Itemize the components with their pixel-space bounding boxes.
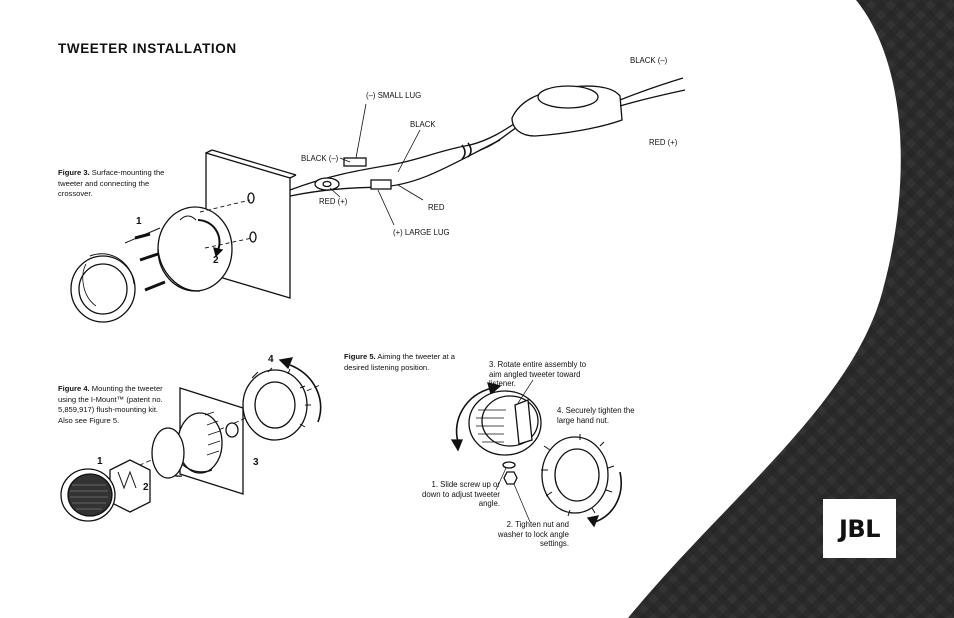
- figure4-caption-text: Mounting the tweeter using the I-Mount™ …: [58, 384, 163, 425]
- figure3-step-2: 2: [213, 255, 219, 266]
- figure5-step3-text: 3. Rotate entire assembly to aim angled …: [489, 360, 587, 389]
- page-title: TWEETER INSTALLATION: [58, 41, 237, 56]
- figure4-step-2: 2: [143, 482, 149, 493]
- label-large-lug: (+) LARGE LUG: [393, 228, 450, 237]
- label-black: BLACK: [410, 120, 436, 129]
- label-red-plus-crossover: RED (+): [649, 138, 678, 147]
- figure3-caption: Figure 3. Surface-mounting the tweeter a…: [58, 168, 170, 200]
- figure4-label: Figure 4.: [58, 384, 90, 393]
- label-black-minus-wire: BLACK (–): [301, 154, 339, 163]
- figure3-step-1: 1: [136, 216, 142, 227]
- figure3-label: Figure 3.: [58, 168, 90, 177]
- figure5-step2-text: 2. Tighten nut and washer to lock angle …: [497, 520, 569, 549]
- label-black-minus-crossover: BLACK (–): [630, 56, 668, 65]
- figure4-caption: Figure 4. Mounting the tweeter using the…: [58, 384, 173, 426]
- figure5-step4-text: 4. Securely tighten the large hand nut.: [557, 406, 635, 425]
- jbl-logo: JBL: [823, 499, 896, 558]
- jbl-logo-text: JBL: [838, 514, 881, 543]
- figure5-caption-text: Aiming the tweeter at a desired listenin…: [344, 352, 456, 372]
- label-red-plus-wire: RED (+): [319, 197, 348, 206]
- figure4-step-3: 3: [253, 457, 259, 468]
- figure5-label: Figure 5.: [344, 352, 376, 361]
- figure4-step-4: 4: [268, 354, 274, 365]
- figure5-caption: Figure 5. Aiming the tweeter at a desire…: [344, 352, 464, 373]
- label-small-lug: (–) SMALL LUG: [366, 91, 422, 100]
- figure4-step-1: 1: [97, 456, 103, 467]
- figure5-step1-text: 1. Slide screw up or down to adjust twee…: [421, 480, 500, 509]
- label-red: RED: [428, 203, 445, 212]
- figure3-caption-text: Surface-mounting the tweeter and connect…: [58, 168, 165, 199]
